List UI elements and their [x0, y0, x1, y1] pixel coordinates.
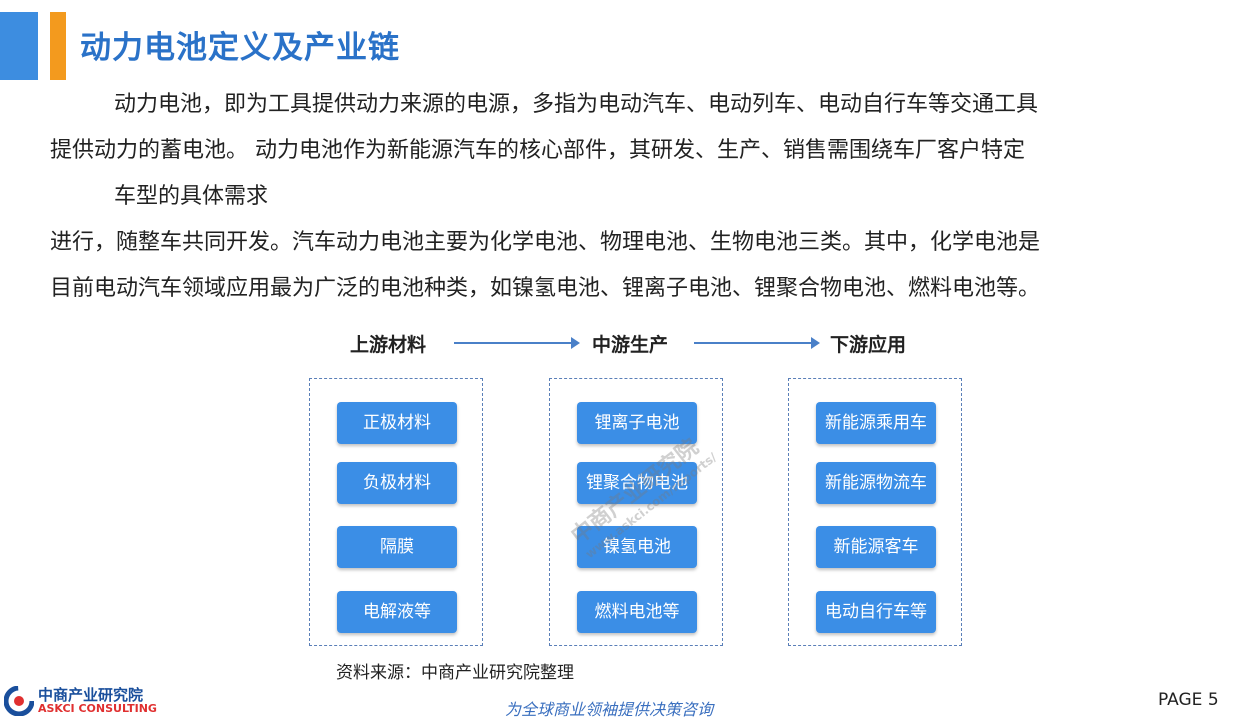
body-line-2: 提供动力的蓄电池。 动力电池作为新能源汽车的核心部件，其研发、生产、销售需围绕车… — [50, 138, 1025, 163]
arrow-midstream-to-downstream — [694, 337, 820, 349]
body-line-3: 车型的具体需求 — [114, 184, 269, 209]
body-line-5: 目前电动汽车领域应用最为广泛的电池种类，如镍氢电池、锂离子电池、锂聚合物电池、燃… — [50, 276, 1041, 301]
node-upstream-1: 正极材料 — [337, 402, 457, 444]
column-box-midstream: 锂离子电池 锂聚合物电池 镍氢电池 燃料电池等 — [549, 378, 723, 646]
node-midstream-1: 锂离子电池 — [577, 402, 697, 444]
column-box-upstream: 正极材料 负极材料 隔膜 电解液等 — [309, 378, 483, 646]
column-heading-midstream: 中游生产 — [592, 334, 669, 356]
arrow-upstream-to-midstream — [454, 337, 580, 349]
logo-name-en: ASKCI CONSULTING — [38, 702, 157, 715]
node-upstream-2: 负极材料 — [337, 462, 457, 504]
page-title: 动力电池定义及产业链 — [80, 30, 400, 66]
body-line-4: 进行，随整车共同开发。汽车动力电池主要为化学电池、物理电池、生物电池三类。其中，… — [50, 230, 1041, 255]
column-heading-upstream: 上游材料 — [350, 334, 427, 356]
node-downstream-4: 电动自行车等 — [816, 591, 936, 633]
page-number: PAGE 5 — [1158, 690, 1219, 710]
logo-mark-icon — [3, 685, 35, 717]
logo-name-cn: 中商产业研究院 — [38, 686, 144, 704]
column-heading-downstream: 下游应用 — [830, 334, 907, 356]
node-midstream-4: 燃料电池等 — [577, 591, 697, 633]
footer-slogan: 为全球商业领袖提供决策咨询 — [505, 700, 714, 719]
accent-bar-blue — [0, 12, 38, 80]
node-upstream-3: 隔膜 — [337, 526, 457, 568]
node-downstream-3: 新能源客车 — [816, 526, 936, 568]
accent-bar-orange — [50, 12, 66, 80]
body-line-1: 动力电池，即为工具提供动力来源的电源，多指为电动汽车、电动列车、电动自行车等交通… — [114, 92, 1039, 117]
column-box-downstream: 新能源乘用车 新能源物流车 新能源客车 电动自行车等 — [788, 378, 962, 646]
node-upstream-4: 电解液等 — [337, 591, 457, 633]
source-note: 资料来源：中商产业研究院整理 — [336, 663, 574, 683]
body-text: 动力电池，即为工具提供动力来源的电源，多指为电动汽车、电动列车、电动自行车等交通… — [50, 82, 1210, 312]
node-midstream-2: 锂聚合物电池 — [577, 462, 697, 504]
node-downstream-2: 新能源物流车 — [816, 462, 936, 504]
node-downstream-1: 新能源乘用车 — [816, 402, 936, 444]
company-logo: 中商产业研究院 ASKCI CONSULTING — [3, 685, 157, 717]
node-midstream-3: 镍氢电池 — [577, 526, 697, 568]
